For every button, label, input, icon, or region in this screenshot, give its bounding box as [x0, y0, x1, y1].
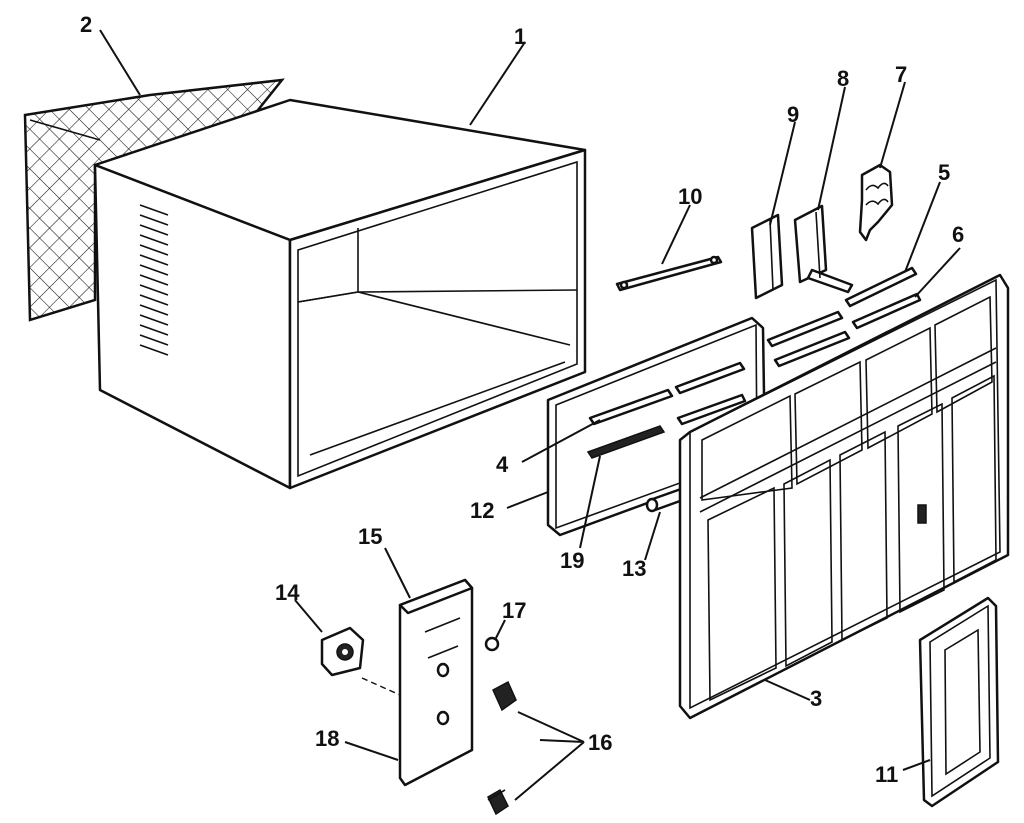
callout-3: 3 — [810, 686, 822, 711]
callout-16: 16 — [588, 730, 612, 755]
callout-17: 17 — [502, 598, 526, 623]
callout-8: 8 — [837, 66, 849, 91]
control-panel-part — [398, 578, 474, 787]
motor-mount-part — [320, 626, 365, 677]
callout-2: 2 — [80, 12, 92, 37]
seal-strips-part — [586, 361, 747, 459]
callout-12: 12 — [470, 498, 494, 523]
callout-5: 5 — [938, 160, 950, 185]
callout-18: 18 — [315, 726, 339, 751]
bracket-9-part — [750, 213, 784, 300]
bracket-10-part — [615, 255, 723, 292]
strips-5-6-part — [766, 266, 922, 368]
control-knobs-part — [487, 680, 517, 816]
callout-10: 10 — [678, 184, 702, 209]
leader-lines — [99, 29, 961, 801]
bracket-8-part — [793, 204, 854, 294]
callout-13: 13 — [622, 556, 646, 581]
cabinet-part — [93, 98, 587, 490]
callout-7: 7 — [895, 62, 907, 87]
callout-9: 9 — [787, 102, 799, 127]
callout-labels: 1 2 3 4 5 6 7 8 9 10 11 12 13 14 15 16 1… — [80, 12, 964, 787]
fastener-17-part — [484, 636, 500, 652]
access-door-part — [918, 596, 1000, 808]
cabinet-vent-louvers — [139, 204, 169, 356]
callout-4: 4 — [496, 452, 509, 477]
callout-11: 11 — [875, 762, 898, 787]
front-grille-part — [678, 273, 1010, 720]
callout-1: 1 — [514, 24, 526, 49]
callout-6: 6 — [952, 222, 964, 247]
alignment-guide — [361, 677, 401, 696]
clip-7-part — [858, 163, 894, 242]
callout-15: 15 — [358, 524, 382, 549]
callout-14: 14 — [275, 580, 300, 605]
callout-19: 19 — [560, 548, 584, 573]
